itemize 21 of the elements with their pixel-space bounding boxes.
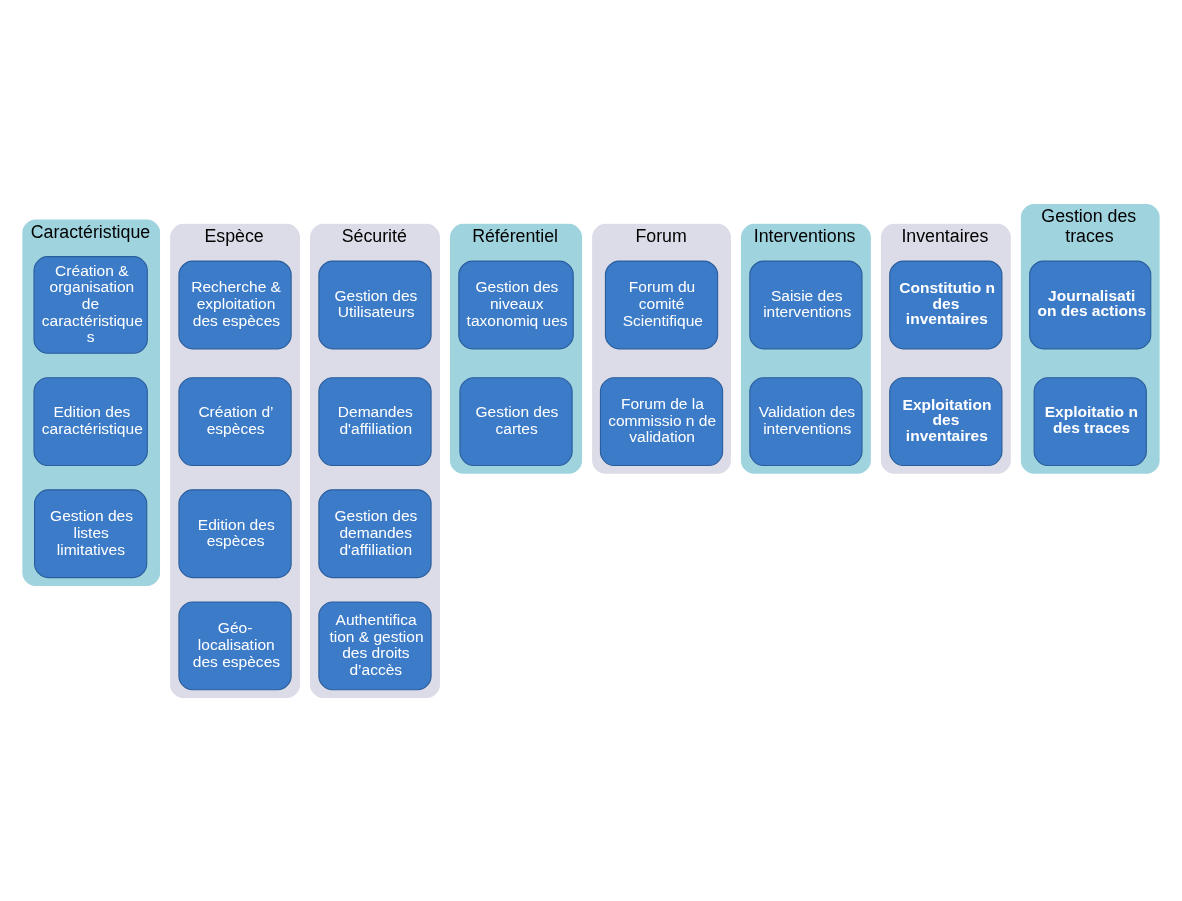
- node-box: Géo- localisation des espèces: [178, 601, 292, 690]
- node-box: Gestion des demandes d'affiliation: [318, 488, 432, 578]
- node-box: Forum de la commissio n de validation: [599, 376, 724, 466]
- node-box: Gestion des listes limitatives: [34, 488, 148, 578]
- node-box: Création d’ espèces: [178, 376, 292, 466]
- node-box: Demandes d'affiliation: [318, 376, 432, 466]
- node-box: Edition des caractéristique: [33, 376, 148, 466]
- node-box: Exploitatio n des traces: [1033, 376, 1147, 466]
- node-box: Constitutio n des inventaires: [889, 260, 1003, 349]
- node-box: Edition des espèces: [178, 488, 292, 578]
- node-box: Exploitation des inventaires: [889, 376, 1003, 466]
- node-box: Gestion des cartes: [459, 376, 573, 466]
- node-box: Forum du comité Scientifique: [604, 260, 719, 349]
- node-box: Authentifica tion & gestion des droits d’accès: [318, 601, 432, 690]
- node-box: Recherche & exploitation des espèces: [178, 260, 292, 349]
- node-box: Création & organisation de caractéristique s: [33, 255, 148, 354]
- node-box: Validation des interventions: [749, 376, 863, 466]
- node-box: Gestion des Utilisateurs: [318, 260, 432, 349]
- node-box: Journalisati on des actions: [1029, 260, 1152, 349]
- node-box: Saisie des interventions: [749, 260, 863, 349]
- node-box: Gestion des niveaux taxonomiq ues: [458, 260, 574, 349]
